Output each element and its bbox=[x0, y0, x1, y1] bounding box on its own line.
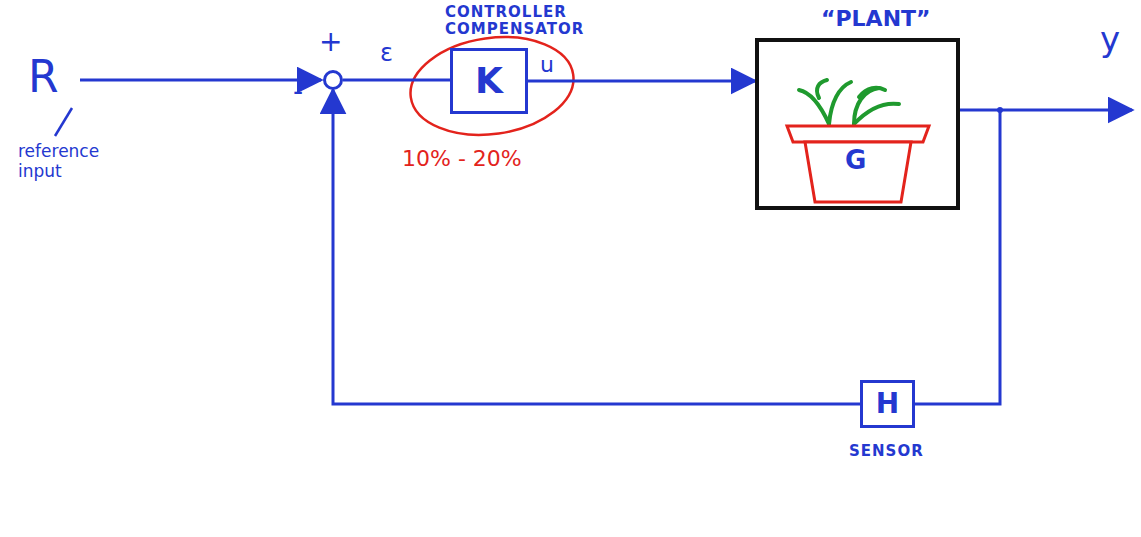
plant-leaf bbox=[799, 90, 829, 124]
plant-leaf bbox=[859, 88, 885, 97]
block-heading: SENSOR bbox=[849, 443, 924, 460]
junction-outline bbox=[323, 70, 343, 90]
output-arrow bbox=[1000, 109, 1132, 112]
block-symbol: G bbox=[845, 146, 866, 176]
block-symbol: K bbox=[475, 60, 503, 101]
sign-plus: + bbox=[319, 26, 342, 58]
plant-leaf bbox=[817, 80, 827, 98]
signal-line bbox=[528, 80, 755, 83]
signal-name: y bbox=[1100, 20, 1120, 59]
sensor-box: HSENSOR bbox=[860, 380, 915, 428]
reference-arrow bbox=[80, 79, 321, 82]
note: reference input bbox=[18, 142, 118, 181]
signal-name: R bbox=[28, 52, 59, 103]
summing-junction: +- bbox=[323, 70, 343, 90]
controller-box: CONTROLLER COMPENSATORK bbox=[450, 48, 528, 114]
pot-body bbox=[805, 142, 911, 202]
signal-name: ε bbox=[380, 40, 393, 68]
block-heading: CONTROLLER COMPENSATOR bbox=[445, 4, 595, 39]
signal-line bbox=[343, 79, 450, 82]
plant-box: “PLANT”G bbox=[755, 38, 960, 210]
plant-leaf bbox=[854, 104, 899, 124]
plant-leaf bbox=[829, 82, 851, 124]
signal-name: u bbox=[540, 52, 554, 77]
highlight-ellipse bbox=[404, 27, 580, 145]
block-heading: “PLANT” bbox=[821, 6, 931, 31]
sign-minus: - bbox=[293, 76, 303, 108]
note: 10% - 20% bbox=[402, 146, 522, 171]
junction-circle bbox=[325, 72, 342, 89]
block-symbol: H bbox=[876, 388, 899, 420]
plant-illustration bbox=[759, 42, 956, 206]
pot-rim bbox=[787, 126, 929, 142]
leader-line bbox=[55, 108, 72, 136]
